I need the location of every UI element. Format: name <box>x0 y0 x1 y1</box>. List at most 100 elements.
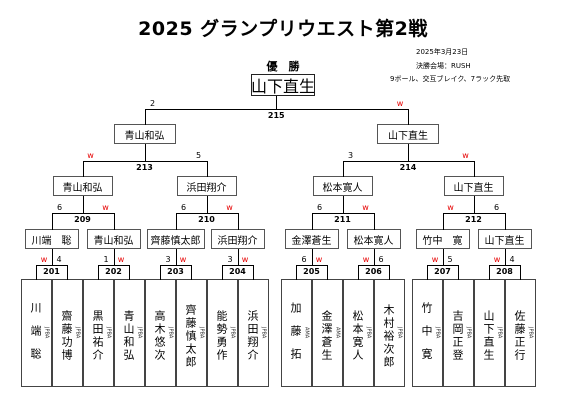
player-name: 高木悠次 <box>153 310 166 362</box>
round2-match-score-left: 1 <box>103 255 109 264</box>
quarterfinal-match-line <box>311 213 313 230</box>
page-title: 2025 グランプリウエスト第2戦 <box>138 18 428 40</box>
semifinal-match-line <box>342 161 344 177</box>
quarterfinal-winner: 山下直生 <box>443 176 504 196</box>
round2-match-match-number: 208 <box>496 267 513 276</box>
quarterfinal-match-line <box>504 213 506 230</box>
round2-match-match-number: 205 <box>303 267 320 276</box>
player-association: JPBA <box>74 327 81 339</box>
final-match-line <box>144 109 146 125</box>
round2-match-score-left: w <box>40 255 48 264</box>
quarterfinal-winner: 浜田翔介 <box>176 176 237 196</box>
player-name: 山下直生 <box>482 310 495 362</box>
round2-winner: 松本寛人 <box>346 229 401 249</box>
semifinal-match-score-right: w <box>462 151 469 160</box>
quarterfinal-match-score-right: 6 <box>493 203 500 212</box>
quarterfinal-match-score-left: w <box>447 203 454 212</box>
round2-match-match-number: 202 <box>105 267 122 276</box>
round2-match-stem <box>113 249 115 266</box>
player-association: JPBA <box>136 327 143 339</box>
player-association: JPBA <box>465 327 472 339</box>
round2-winner: 浜田翔介 <box>210 229 265 249</box>
round2-match-line <box>253 265 254 280</box>
round2-match-line <box>160 265 161 280</box>
player-name: 黒田祐介 <box>91 310 104 362</box>
player-association: JPBA <box>496 327 503 339</box>
round2-winner: 青山和弘 <box>86 229 141 249</box>
semifinal-match-stem <box>144 144 146 162</box>
player-name: 齋藤功博 <box>60 310 73 362</box>
round2-match-score-left: 3 <box>227 255 233 264</box>
player-name: 吉岡正登 <box>451 310 464 362</box>
quarterfinal-match-line <box>113 213 115 230</box>
champion-label: 優 勝 <box>266 60 300 73</box>
round2-match-line <box>222 265 223 280</box>
player-association: JPBA <box>105 327 112 339</box>
semifinal-match-stem <box>408 144 409 162</box>
player-name: 竹中寛 <box>420 301 433 371</box>
quarterfinal-match-line <box>373 213 375 230</box>
round2-match-score-left: w <box>493 255 501 264</box>
player-name: 加藤拓 <box>289 301 302 371</box>
quarterfinal-match-line <box>237 213 239 230</box>
quarterfinal-match-line <box>51 213 53 230</box>
player-name: 佐藤正行 <box>513 310 526 362</box>
round2-winner: 川端 聡 <box>24 229 79 249</box>
round2-match-score-left: 3 <box>165 255 171 264</box>
round2-match-stem <box>237 249 239 266</box>
round2-match-line <box>67 265 68 280</box>
round2-winner: 竹中 寛 <box>415 229 470 249</box>
round2-match-stem <box>51 249 53 266</box>
quarterfinal-winner: 松本寛人 <box>312 176 373 196</box>
round2-match-score-right: 6 <box>378 255 384 264</box>
round2-match-score-right: 4 <box>509 255 515 264</box>
final-match-match-number: 215 <box>267 111 285 120</box>
round2-match-match-number: 203 <box>167 267 184 276</box>
champion-name: 山下直生 <box>251 74 315 96</box>
player-association: JPBA <box>365 327 372 339</box>
round2-match-line <box>36 265 37 280</box>
semifinal-match-score-left: 3 <box>347 151 354 160</box>
quarterfinal-winner: 青山和弘 <box>52 176 113 196</box>
player-association: JPBA <box>198 327 205 339</box>
round2-winner: 齊藤慎太郎 <box>146 229 205 249</box>
round2-match-score-right: w <box>241 255 249 264</box>
quarterfinal-match-match-number: 210 <box>198 215 215 224</box>
round2-match-stem <box>373 249 375 266</box>
quarterfinal-match-score-right: w <box>226 203 233 212</box>
event-venue: 決勝会場：RUSH <box>416 62 471 70</box>
event-rules: 9ボール、交互ブレイク、7ラック先取 <box>390 75 511 83</box>
round2-match-stem <box>311 249 313 266</box>
player-association: JPBA <box>229 327 236 339</box>
final-match-stem <box>276 96 278 110</box>
quarterfinal-match-match-number: 212 <box>465 215 482 224</box>
player-name: 松本寛人 <box>351 310 364 362</box>
round2-match-line <box>489 265 490 280</box>
round2-match-score-left: w <box>431 255 439 264</box>
final-match-line <box>408 109 409 125</box>
semifinal-match-score-left: w <box>87 151 94 160</box>
player-association: AMA <box>334 327 341 339</box>
quarterfinal-match-score-left: 6 <box>180 203 187 212</box>
round2-match-line <box>191 265 192 280</box>
round2-match-score-right: 4 <box>56 255 62 264</box>
semifinal-match-line <box>473 161 475 177</box>
player-name: 金澤蒼生 <box>320 310 333 362</box>
player-association: JPBA <box>434 327 441 339</box>
round2-match-stem <box>504 249 506 266</box>
round2-match-score-right: w <box>315 255 323 264</box>
quarterfinal-match-score-left: 6 <box>56 203 63 212</box>
round2-match-line <box>458 265 459 280</box>
player-name: 浜田翔介 <box>246 310 259 362</box>
player-association: JPBA <box>396 327 403 339</box>
semifinal-match-line <box>206 161 208 177</box>
